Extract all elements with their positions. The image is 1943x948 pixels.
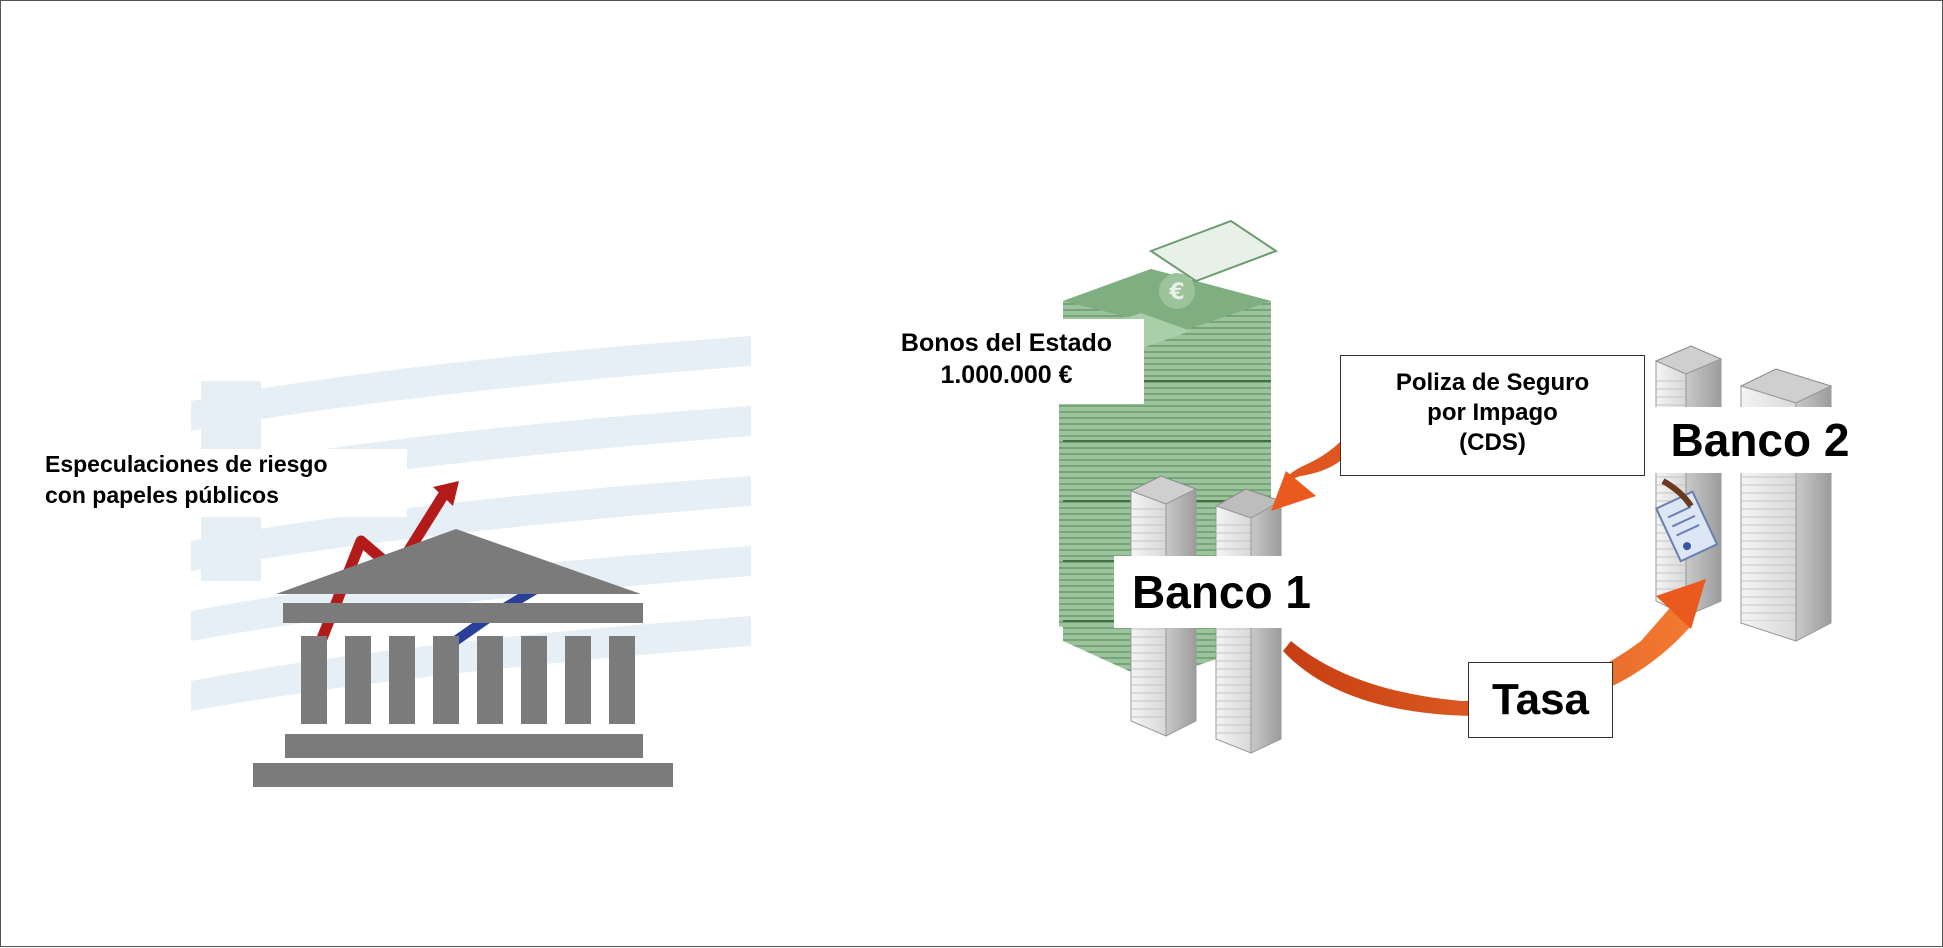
- cds-label-line2: por Impago: [1427, 399, 1558, 426]
- bonds-label-line2: 1.000.000 €: [940, 361, 1073, 389]
- svg-text:€: €: [1168, 280, 1184, 305]
- cds-policy-label: Poliza de Seguro por Impago (CDS): [1340, 355, 1645, 476]
- bonds-label: Bonos del Estado 1.000.000 €: [869, 319, 1144, 404]
- risk-speculation-line2: con papeles públicos: [45, 482, 279, 508]
- cds-label-line3: (CDS): [1459, 429, 1526, 456]
- cds-label-line1: Poliza de Seguro: [1395, 369, 1590, 396]
- bank1-label: Banco 1: [1114, 556, 1329, 628]
- risk-speculation-line1: Especulaciones de riesgo: [45, 451, 328, 477]
- risk-speculation-caption: Especulaciones de riesgo con papeles púb…: [39, 449, 407, 517]
- fee-label: Tasa: [1468, 662, 1613, 738]
- euro-icon: €: [1159, 273, 1195, 309]
- document-icon: [1654, 490, 1719, 563]
- temple-icon: [253, 529, 673, 787]
- bonds-label-line1: Bonos del Estado: [900, 329, 1113, 357]
- cds-arrow: [1271, 441, 1346, 511]
- bank2-label: Banco 2: [1649, 407, 1871, 473]
